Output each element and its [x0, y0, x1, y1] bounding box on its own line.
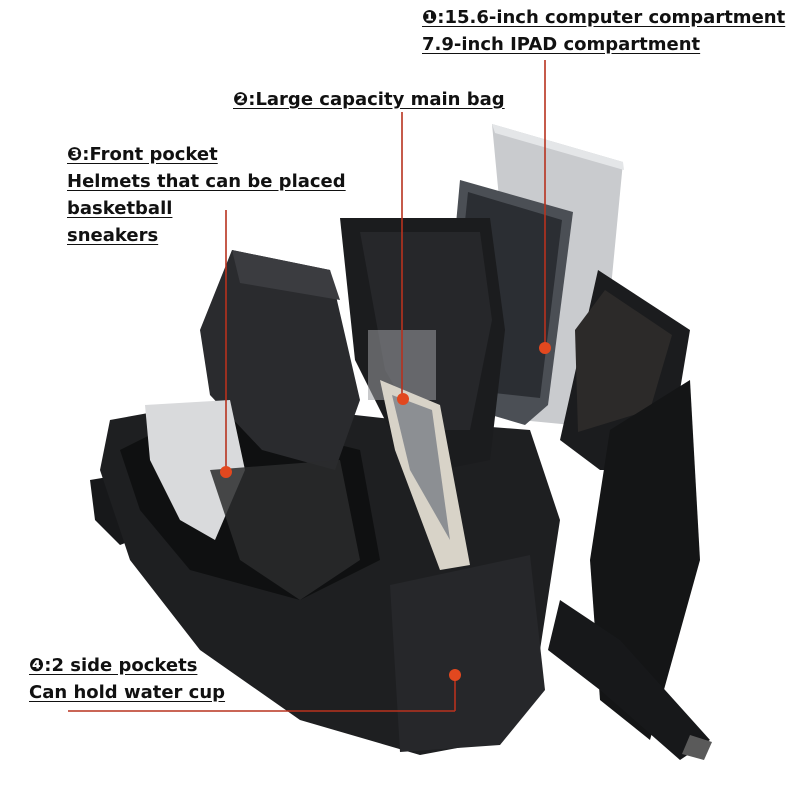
callout-3-line-1: ❸:Front pocket	[67, 144, 218, 165]
callout-4-line-2: Can hold water cup	[29, 682, 226, 703]
books	[380, 380, 470, 570]
main-flap	[340, 218, 505, 470]
front-flap	[200, 250, 360, 470]
callout-4-line-1: ❹:2 side pockets	[29, 655, 198, 676]
mesh-pocket	[145, 400, 360, 600]
callout-1-line-1: ❶:15.6-inch computer compartment	[422, 7, 786, 28]
callout-side-pockets: ❹:2 side pockets Can hold water cup	[29, 652, 225, 706]
callout-dots	[220, 342, 551, 681]
leader-lines	[68, 60, 546, 712]
callout-3-line-2: Helmets that can be placed	[67, 171, 346, 192]
callout-3-line-3: basketball	[67, 198, 173, 219]
callout-computer-compartment: ❶:15.6-inch computer compartment 7.9-inc…	[422, 4, 785, 58]
callout-2-line-1: ❷:Large capacity main bag	[233, 89, 505, 110]
callout-front-pocket: ❸:Front pocket Helmets that can be place…	[67, 141, 346, 249]
callout-main-bag: ❷:Large capacity main bag	[233, 86, 505, 113]
callout-3-line-4: sneakers	[67, 225, 159, 246]
callout-1-line-2: 7.9-inch IPAD compartment	[422, 34, 701, 55]
